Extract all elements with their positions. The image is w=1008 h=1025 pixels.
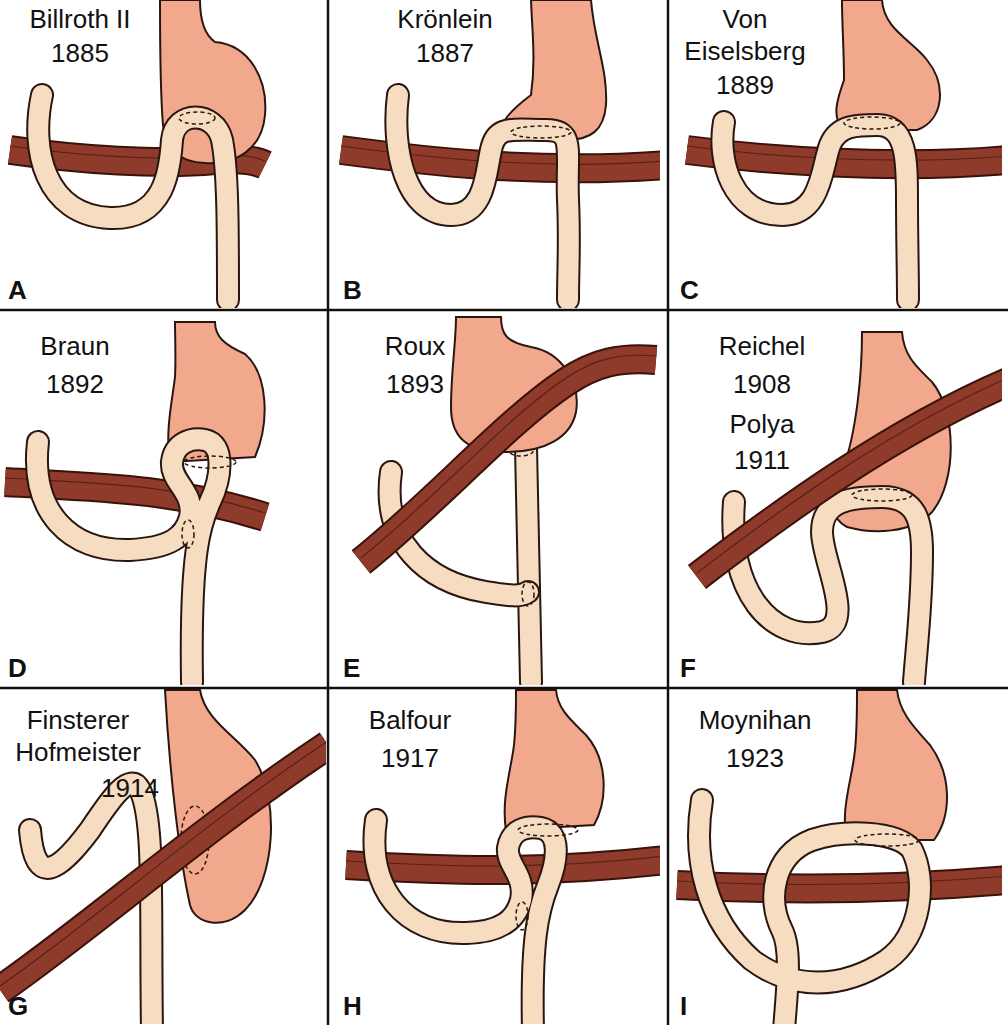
jejunum-outline xyxy=(374,820,555,1024)
panel-letter: F xyxy=(680,652,696,684)
anastomosis-mark xyxy=(852,489,912,501)
year-label: 1923 xyxy=(726,742,784,774)
year-label: 1914 xyxy=(101,772,159,804)
panel-letter: A xyxy=(8,274,27,306)
panel-illustration xyxy=(0,690,326,1024)
jejunum-tube xyxy=(699,800,920,1024)
grid-line xyxy=(327,0,330,1025)
panel-letter: I xyxy=(680,990,687,1022)
surgeon-name: Krönlein xyxy=(397,3,492,35)
year-label: 1887 xyxy=(416,37,474,69)
anastomosis-mark xyxy=(179,112,215,124)
jejunum-tube xyxy=(374,820,555,1024)
jejunum-tube xyxy=(37,439,220,682)
jejunum-tube xyxy=(722,122,908,300)
colon-line xyxy=(0,741,326,986)
anastomosis-mark xyxy=(855,834,919,846)
stomach-shape xyxy=(836,0,940,130)
panel-illustration xyxy=(361,317,656,682)
jejunum-tube xyxy=(38,95,228,300)
jejunum-outline xyxy=(526,447,531,682)
stomach-shape xyxy=(845,690,947,840)
panel-illustration xyxy=(346,690,660,1024)
year-label: 1893 xyxy=(386,368,444,400)
jejunum-outline xyxy=(699,800,920,1024)
surgeon-name: Roux xyxy=(385,330,446,362)
colon-line xyxy=(677,876,1002,884)
panel-letter: D xyxy=(8,652,27,684)
jejunum-outline xyxy=(396,95,569,300)
colon-line xyxy=(697,378,1002,573)
surgeon-name: Finsterer Hofmeister xyxy=(11,704,146,768)
year-label: 1885 xyxy=(51,37,109,69)
anastomosis-mark xyxy=(511,126,571,138)
jejunum-tube xyxy=(526,447,531,682)
panel-illustration xyxy=(5,322,265,682)
year-label: 1917 xyxy=(381,742,439,774)
jejunum-tube xyxy=(396,95,569,300)
colon-outline xyxy=(361,359,656,562)
jejunum-outline xyxy=(37,439,220,682)
anastomosis-mark xyxy=(522,582,534,606)
surgeon-name: Moynihan xyxy=(699,704,812,736)
grid-line xyxy=(667,0,670,1025)
anastomosis-mark xyxy=(516,902,528,930)
colon-outline xyxy=(697,382,1002,577)
panel-letter: E xyxy=(343,652,360,684)
anastomosis-mark xyxy=(182,520,194,548)
year-label: 1908 xyxy=(733,368,791,400)
anastomosis-mark xyxy=(184,456,236,468)
panel-illustration xyxy=(341,0,660,300)
colon-outline xyxy=(0,745,326,990)
panel-letter: B xyxy=(343,274,362,306)
jejunum-outline xyxy=(38,95,228,300)
surgeon-name: Reichel xyxy=(719,330,806,362)
surgeon-name: Billroth II xyxy=(29,3,130,35)
anastomosis-mark xyxy=(844,117,900,129)
panel-letter: H xyxy=(343,990,362,1022)
surgeon-name: Braun xyxy=(40,330,109,362)
surgeon-name: Von Eiselsberg xyxy=(678,3,813,67)
grid-line xyxy=(0,309,1008,312)
panel-illustration xyxy=(697,332,1002,682)
surgeon-name: Balfour xyxy=(369,704,451,736)
year-label: 1889 xyxy=(716,69,774,101)
panel-letter: C xyxy=(680,274,699,306)
stomach-shape xyxy=(505,690,604,830)
panel-illustration xyxy=(677,690,1002,1024)
grid-line xyxy=(0,687,1008,690)
jejunum-outline xyxy=(722,122,908,300)
panel-illustration xyxy=(10,0,265,300)
colon-band xyxy=(697,382,1002,577)
anastomosis-mark xyxy=(518,824,578,836)
surgeon-name: Polya xyxy=(729,408,794,440)
year-label: 1892 xyxy=(46,368,104,400)
colon-band xyxy=(0,745,326,990)
panel-letter: G xyxy=(8,990,28,1022)
colon-band xyxy=(361,359,656,562)
year-label: 1911 xyxy=(734,444,790,476)
colon-line xyxy=(361,355,656,558)
